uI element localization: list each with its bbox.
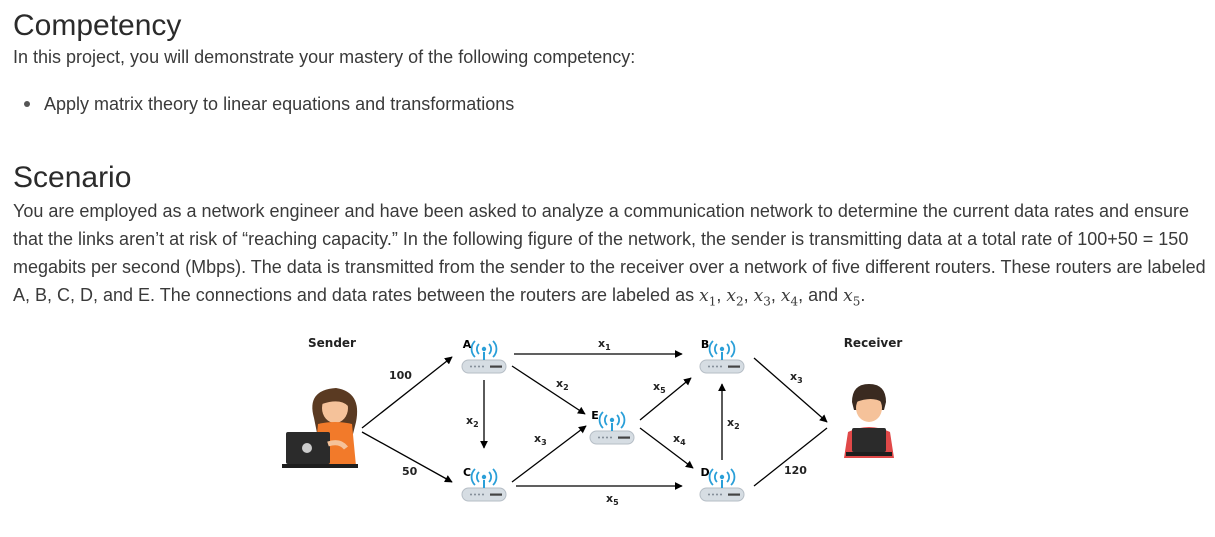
label-e-b: x5 [653,380,666,395]
var-x1-sub: 1 [708,294,717,309]
router-e: E [589,409,635,445]
edge-e-d [639,427,694,469]
edge-labels: 100 50 120 x1 x2 x2 x3 x3 x5 x5 x4 x2 [389,337,807,507]
edge-var-subscript: 4 [680,438,686,447]
var-x2-sub: 2 [735,294,744,309]
label-a-b: x1 [598,337,611,352]
edge-a-e [511,365,586,415]
edge-var-name: x [598,337,605,350]
edge-c-e [511,425,587,483]
label-sender-c: 50 [402,465,418,478]
edge-var-subscript: 3 [797,376,803,385]
label-d-receiver: 120 [784,464,807,477]
var-x3: x3 [753,286,771,309]
label-c-d: x5 [606,492,619,507]
competency-bullet: Apply matrix theory to linear equations … [13,92,514,116]
competency-list: Apply matrix theory to linear equations … [13,92,514,116]
edge-var-subscript: 2 [563,383,569,392]
edge-var-name: x [556,377,563,390]
var-x4: x4 [780,286,799,309]
router-b-label: B [701,338,709,351]
label-a-c: x2 [466,414,479,429]
var-x5-sub: 5 [852,294,861,309]
label-b-receiver: x3 [790,370,803,385]
edge-sender-a [361,356,453,429]
period: . [860,285,866,305]
edge-var-name: x [606,492,613,505]
router-d-label: D [700,466,709,479]
router-b: B [699,338,745,374]
competency-intro: In this project, you will demonstrate yo… [13,47,636,67]
edge-b-receiver [753,357,828,423]
router-a: A [461,338,507,374]
var-x5: x5 [843,286,861,309]
edge-var-subscript: 3 [541,438,547,447]
label-c-e: x3 [534,432,547,447]
scenario-text: You are employed as a network engineer a… [13,201,1206,305]
edge-var-subscript: 5 [613,498,619,507]
edge-e-b [639,377,692,421]
edge-var-name: x [673,432,680,445]
edge-var-name: x [653,380,660,393]
var-x1: x1 [699,286,717,309]
label-e-d: x4 [673,432,686,447]
network-diagram: A B C D E 100 50 120 x1 x2 x2 x3 x3 x5 x… [282,336,903,507]
scenario-paragraph: You are employed as a network engineer a… [13,201,1206,309]
sender-label: Sender [308,336,356,350]
edge-var-name: x [790,370,797,383]
receiver-icon [844,384,894,458]
and-word: and [808,285,839,305]
router-a-label: A [463,338,472,351]
edge-var-subscript: 2 [473,420,479,429]
router-c: C [461,466,507,502]
edge-var-subscript: 5 [660,386,666,395]
edge-sender-c [361,431,453,483]
receiver-label: Receiver [844,336,903,350]
router-d: D [699,466,745,502]
var-x4-sub: 4 [790,294,799,309]
edge-var-subscript: 2 [734,422,740,431]
scenario-heading: Scenario [13,161,132,194]
var-x2: x2 [726,286,744,309]
edge-var-name: x [727,416,734,429]
sender-icon [282,388,358,468]
label-sender-a: 100 [389,369,412,382]
label-a-e: x2 [556,377,569,392]
edge-var-subscript: 1 [605,343,611,352]
label-d-b: x2 [727,416,740,431]
router-e-label: E [591,409,599,422]
edge-d-receiver [753,427,828,487]
var-x3-sub: 3 [763,294,771,309]
edge-var-name: x [466,414,473,427]
competency-heading: Competency [13,9,182,42]
router-c-label: C [463,466,471,479]
edge-var-name: x [534,432,541,445]
edges [361,350,828,490]
